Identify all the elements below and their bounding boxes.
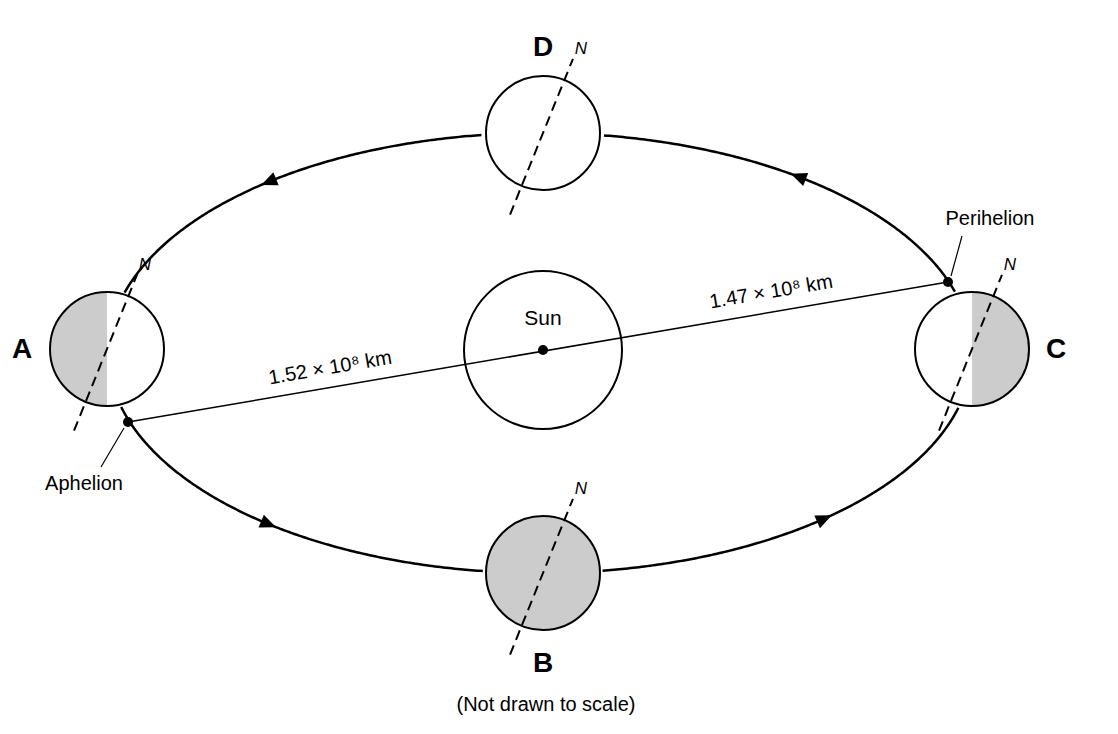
axis-line xyxy=(510,59,573,215)
orbit-path xyxy=(125,135,482,293)
sun-shape xyxy=(463,270,623,430)
diagram-label: Perihelion xyxy=(946,207,1035,229)
arrowhead xyxy=(814,509,834,528)
earth-circle: DN xyxy=(485,75,601,191)
orbit-path xyxy=(121,407,483,571)
axis-line xyxy=(510,499,573,655)
axis-line xyxy=(939,275,1002,431)
earth-shape xyxy=(485,75,601,191)
axis-line xyxy=(74,275,137,431)
orbit-arrow xyxy=(604,135,955,291)
earth-circle: BN xyxy=(485,515,601,631)
position-letter: D xyxy=(533,32,553,63)
earth-shape xyxy=(49,291,165,407)
apsis-line xyxy=(128,282,948,422)
orbit-path xyxy=(603,408,959,571)
position-letter: B xyxy=(533,648,553,679)
earth-shape xyxy=(485,515,601,631)
arrowhead xyxy=(788,167,808,186)
diagram-label: Aphelion xyxy=(45,472,123,494)
earth-circle: CN xyxy=(914,291,1030,407)
arrowhead xyxy=(259,172,279,191)
north-label: N xyxy=(139,255,151,274)
orbit-arrow xyxy=(125,135,482,293)
north-label: N xyxy=(575,479,587,498)
sun-circle: Sun xyxy=(463,270,623,430)
north-label: N xyxy=(575,39,587,58)
orbit-path xyxy=(604,135,955,291)
diagram-label: 1.47 × 10⁸ km xyxy=(708,270,835,313)
leader-line xyxy=(101,428,124,467)
sun-center-dot xyxy=(538,345,548,355)
earth-circle: AN xyxy=(49,291,165,407)
earth-shape xyxy=(914,291,1030,407)
leader-line xyxy=(951,236,962,276)
position-letter: A xyxy=(12,334,32,365)
night-shading xyxy=(972,292,1029,406)
caption: (Not drawn to scale) xyxy=(457,693,636,716)
sun-label: Sun xyxy=(524,306,561,329)
orbit-arrow xyxy=(603,408,959,571)
night-shading xyxy=(50,292,107,406)
arrowhead xyxy=(259,515,279,534)
north-label: N xyxy=(1004,255,1016,274)
orbit-arrow xyxy=(121,407,483,571)
diagram-label: 1.52 × 10⁸ km xyxy=(267,346,394,389)
position-letter: C xyxy=(1046,334,1066,365)
